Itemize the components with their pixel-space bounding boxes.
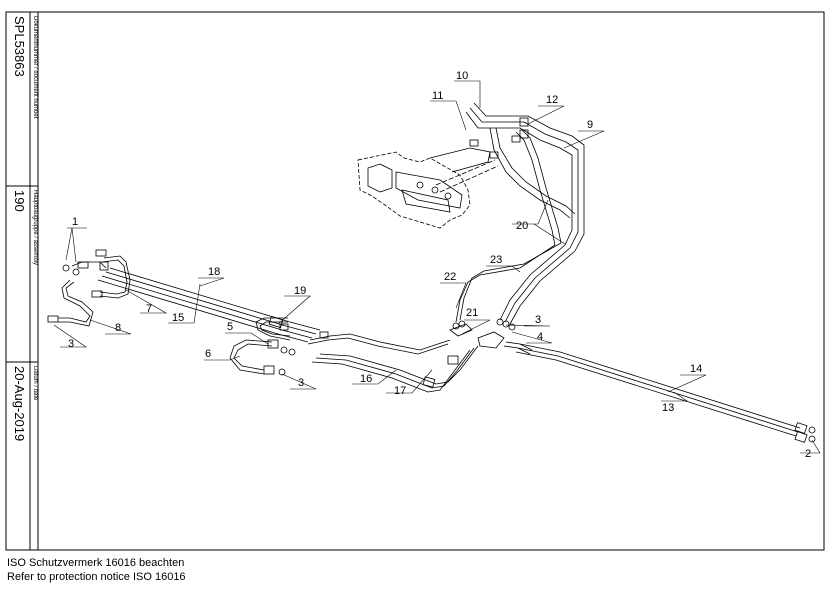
pipe-bundle-upper	[465, 102, 585, 252]
callout-5: 5	[227, 321, 233, 333]
pipe-right-lines	[515, 343, 816, 443]
callout-labels: 1 2 3 3 3 4 5 6 7 8 9 10 11 12 13 14 15 …	[68, 70, 811, 460]
callout-21: 21	[466, 307, 478, 319]
callout-11: 11	[432, 90, 443, 102]
hydraulic-diagram	[47, 102, 816, 443]
date-label: Datum / date	[32, 366, 38, 401]
callout-18: 18	[208, 266, 220, 278]
callout-1: 1	[72, 216, 78, 228]
callout-23: 23	[490, 254, 502, 266]
doc-number-value: SPL53863	[12, 16, 27, 77]
assembly-value: 190	[12, 190, 27, 212]
sheet-border	[5, 11, 825, 551]
callout-7: 7	[146, 303, 152, 315]
pipe-lower-lines	[307, 333, 479, 393]
centre-manifold	[449, 323, 533, 355]
hoses-middle	[229, 317, 296, 376]
hoses-left	[47, 249, 131, 327]
callout-14: 14	[690, 363, 702, 375]
callout-12: 12	[546, 94, 558, 106]
callout-3a: 3	[68, 338, 74, 350]
callout-8: 8	[115, 322, 121, 334]
callout-leaders	[53, 80, 821, 454]
callout-2: 2	[805, 448, 811, 460]
assembly-label: Hauptbaugruppe / assembly	[32, 190, 38, 266]
protection-notice-de: ISO Schutzvermerk 16016 beachten	[7, 557, 185, 569]
callout-3c: 3	[535, 314, 541, 326]
callout-16: 16	[360, 373, 372, 385]
callout-13: 13	[662, 402, 674, 414]
callout-6: 6	[205, 348, 211, 360]
protection-notice: ISO Schutzvermerk 16016 beachten Refer t…	[7, 556, 186, 584]
control-valve-block	[357, 147, 499, 229]
callout-10: 10	[456, 70, 468, 82]
doc-number-label: Dokumentnummer / document number	[32, 16, 38, 119]
callout-22: 22	[444, 271, 456, 283]
pipe-left-long-lines	[97, 267, 329, 343]
callout-17: 17	[394, 385, 406, 397]
callout-3b: 3	[298, 377, 304, 389]
callout-15: 15	[172, 312, 184, 324]
callout-20: 20	[516, 220, 528, 232]
callout-19: 19	[294, 285, 306, 297]
callout-4: 4	[537, 331, 543, 343]
callout-9: 9	[587, 119, 593, 131]
protection-notice-en: Refer to protection notice ISO 16016	[7, 571, 186, 583]
date-value: 20-Aug-2019	[12, 366, 27, 442]
